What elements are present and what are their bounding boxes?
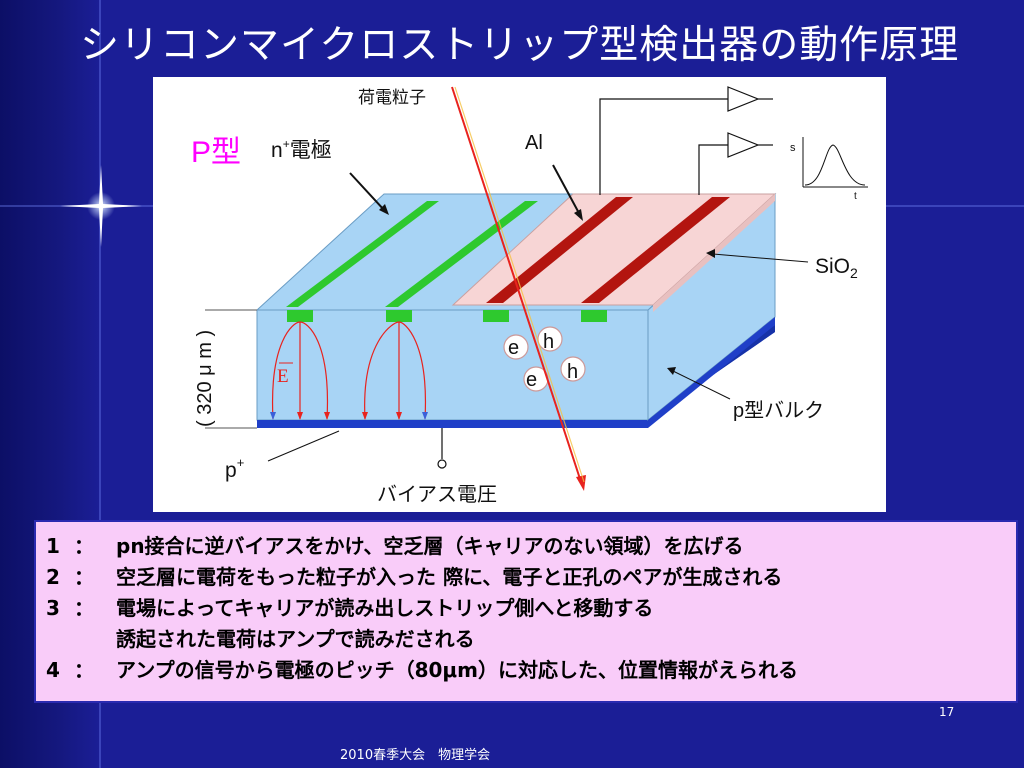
explanation-item-4: 4：アンプの信号から電極のピッチ（80μm）に対応した、位置情報がえられる	[46, 658, 798, 682]
al-pointer-head	[574, 209, 583, 221]
sio2-label: SiO2	[815, 255, 858, 281]
slide-title: シリコンマイクロストリップ型検出器の動作原理	[80, 23, 960, 68]
explanation-item-1: 1：pn接合に逆バイアスをかけ、空乏層（キャリアのない領域）を広げる	[46, 534, 744, 558]
bias-terminal	[437, 459, 447, 469]
n-electrode-pointer-head	[379, 204, 389, 215]
signal-axis-s: s	[790, 142, 796, 154]
detector-diagram: ( 320 μ m ) E e h e h 荷電粒子 P型 n+電極 Al Si…	[153, 77, 886, 512]
particle-label: 荷電粒子	[358, 88, 426, 107]
bulk-label: p型バルク	[733, 399, 824, 422]
sio2-pointer-head	[706, 249, 715, 258]
explanation-item-2: 2：空乏層に電荷をもった粒子が入った 際に、電子と正孔のペアが生成される	[46, 565, 783, 589]
field-lines	[271, 321, 427, 420]
thickness-label: ( 320 μ m )	[194, 330, 216, 427]
p-type-label: P型	[191, 136, 241, 169]
bias-label: バイアス電圧	[377, 484, 497, 506]
n-implant-1	[287, 310, 313, 322]
n-implant-4	[581, 310, 607, 322]
n-strip-1	[286, 201, 439, 307]
n-implant-3	[483, 310, 509, 322]
page-number: 17	[939, 705, 955, 719]
background-vertical-line	[99, 0, 101, 768]
signal-axis-t: t	[854, 191, 857, 202]
silicon-front-face	[256, 309, 649, 421]
particle-track-arrowhead	[576, 475, 586, 491]
p-plus-pointer	[267, 430, 340, 462]
al-strip-1	[486, 197, 633, 303]
backplane-side-strip	[648, 317, 775, 428]
p-plus-label: p+	[225, 455, 244, 482]
footer-text: 2010春季大会 物理学会	[340, 748, 491, 763]
signal-pulse-plot	[802, 137, 868, 188]
explanation-item-3: 3：電場によってキャリアが読み出しストリップ側へと移動する	[46, 596, 654, 620]
al-label: Al	[525, 132, 543, 154]
n-electrode-pointer	[349, 172, 386, 212]
n-electrode-label: n+電極	[271, 137, 332, 162]
particle-track-glow	[454, 86, 585, 483]
carrier-hole-1: h	[543, 331, 554, 353]
al-strip-2	[581, 197, 730, 303]
carrier-electron-2: e	[526, 369, 537, 391]
sparkle-icon	[60, 165, 142, 247]
carrier-electron-1: e	[508, 337, 519, 359]
n-strip-2	[385, 201, 538, 307]
carrier-group	[503, 326, 586, 392]
sio2-pointer	[712, 253, 809, 263]
bulk-pointer	[672, 370, 731, 400]
explanation-item-3-continued: 誘起された電荷はアンプで読みだされる	[116, 627, 475, 651]
bulk-pointer-head	[667, 367, 676, 375]
field-label: E	[277, 366, 289, 387]
carrier-hole-2: h	[567, 361, 578, 383]
readout-circuit	[599, 86, 773, 195]
n-implant-2	[386, 310, 412, 322]
al-pointer	[552, 164, 581, 216]
explanation-box: 1：pn接合に逆バイアスをかけ、空乏層（キャリアのない領域）を広げる 2：空乏層…	[34, 520, 1018, 703]
p-plus-backplane	[257, 420, 648, 428]
particle-track	[451, 86, 582, 483]
field-arrowheads	[270, 412, 428, 420]
